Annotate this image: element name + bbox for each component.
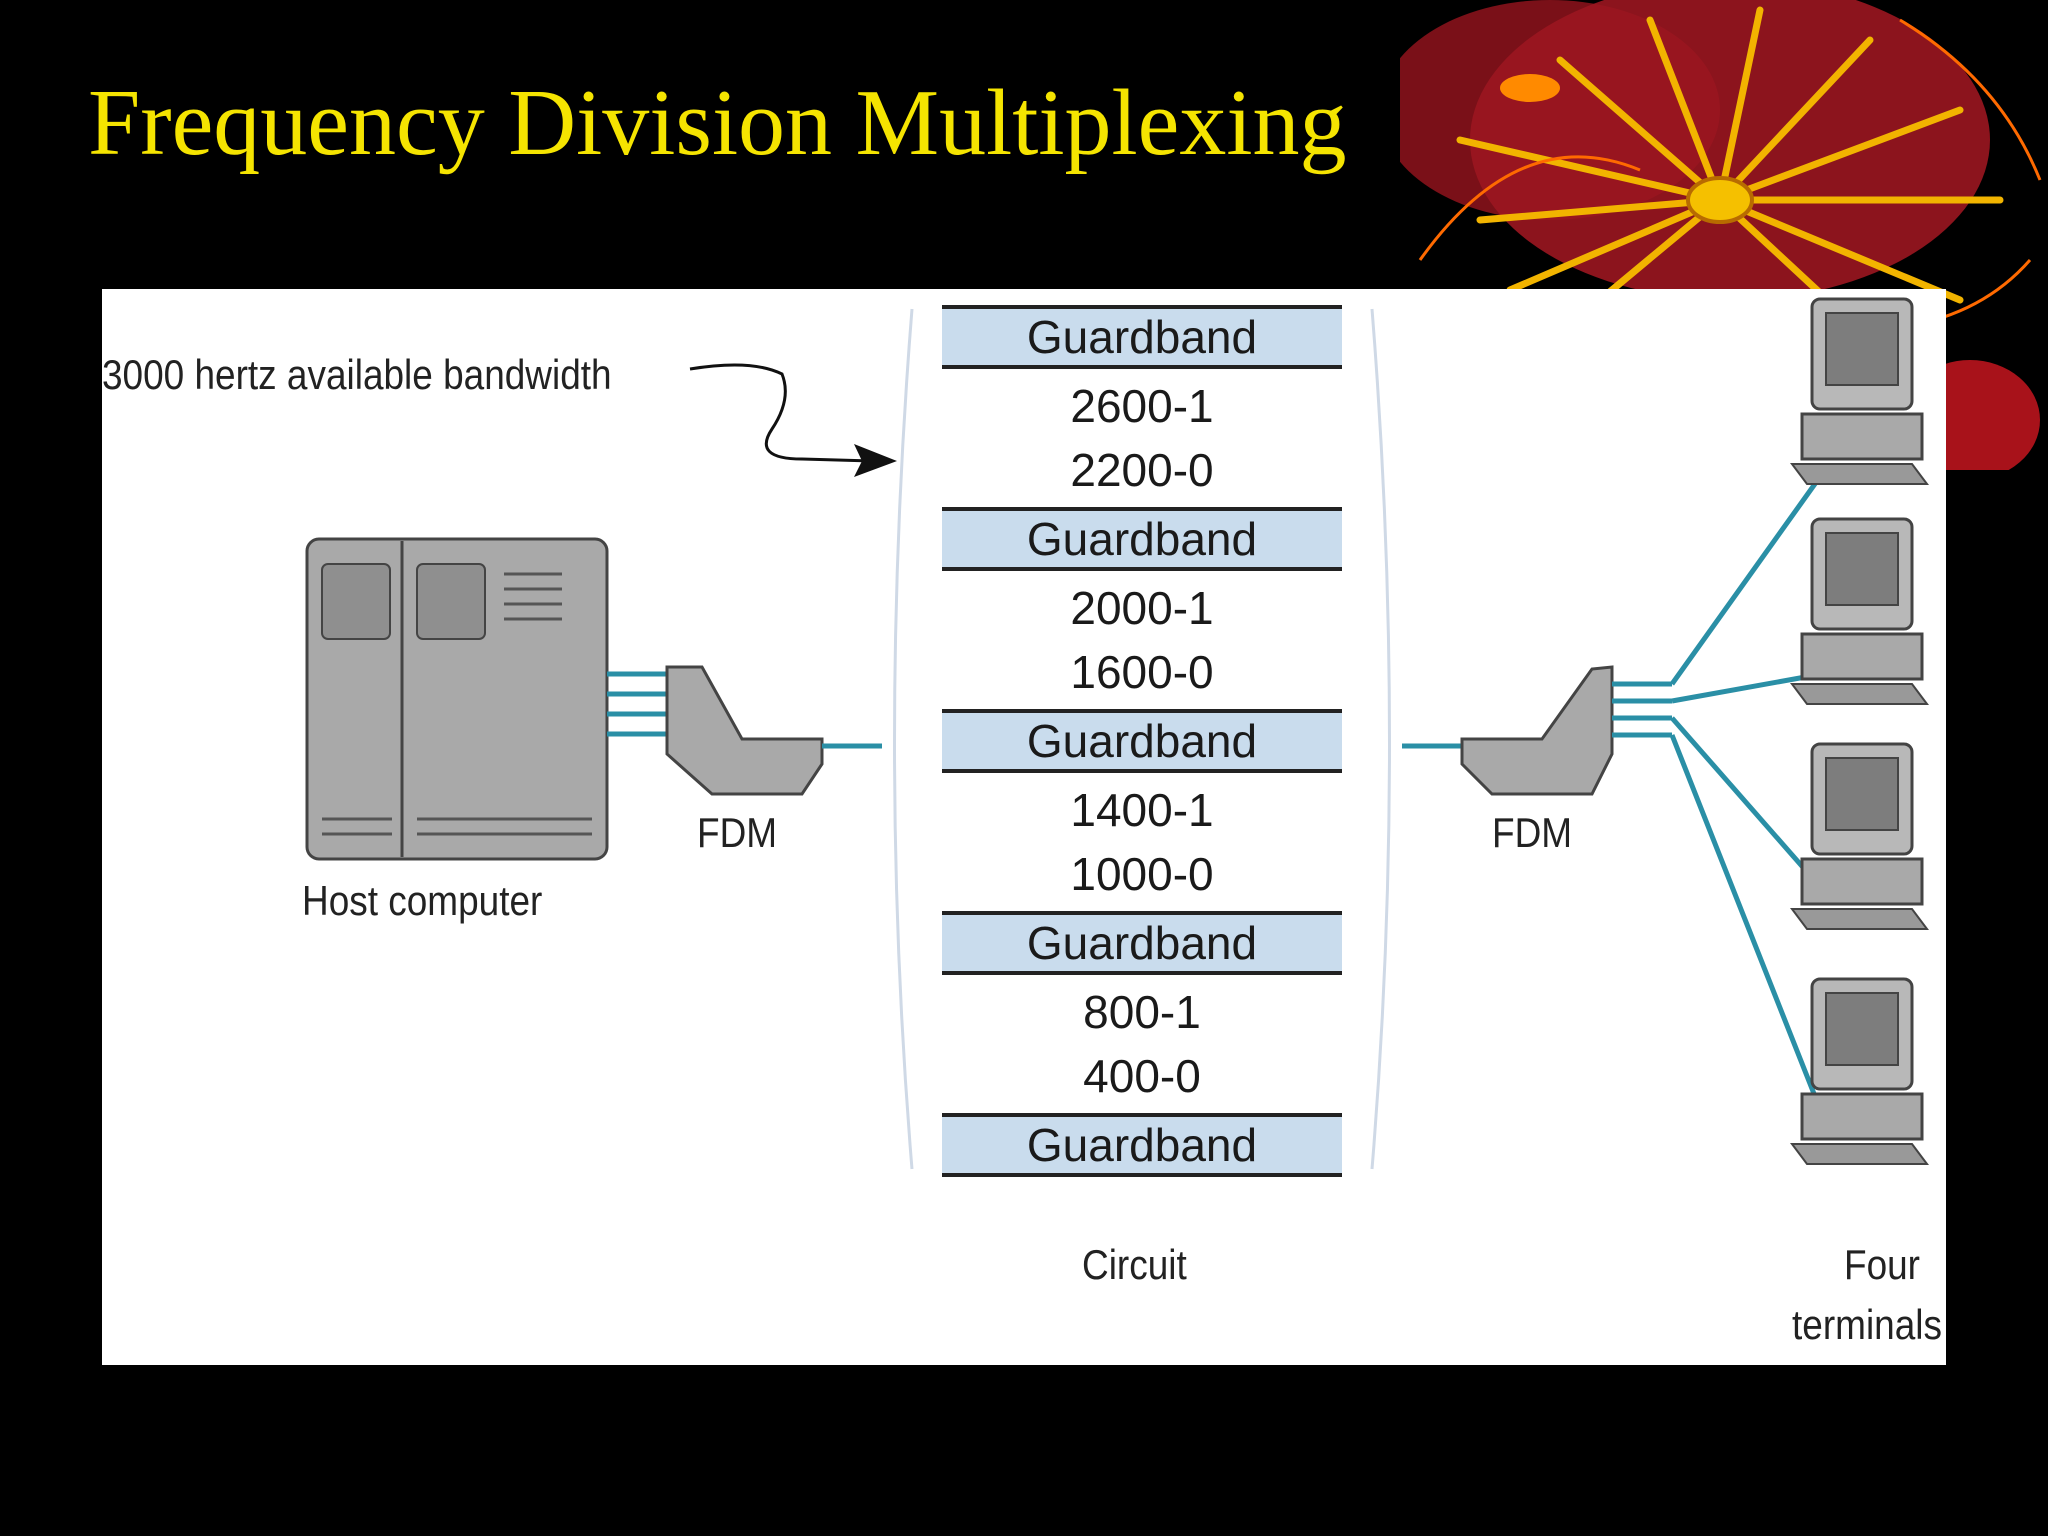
guardband-3: Guardband bbox=[942, 709, 1342, 773]
channel-4-low: 400-0 bbox=[1083, 1050, 1201, 1102]
guardband-5: Guardband bbox=[942, 1113, 1342, 1177]
host-computer-icon bbox=[305, 537, 609, 861]
channel-1-high: 2600-1 bbox=[1070, 380, 1214, 432]
fdm-right-label: FDM bbox=[1492, 809, 1573, 856]
bandwidth-arrow bbox=[689, 363, 873, 463]
channel-1-low: 2200-0 bbox=[1070, 444, 1214, 496]
circuit-label: Circuit bbox=[1082, 1241, 1187, 1288]
guardband-2: Guardband bbox=[942, 507, 1342, 571]
host-computer-label: Host computer bbox=[302, 877, 543, 924]
channel-4-high: 800-1 bbox=[1083, 986, 1201, 1038]
terminal-icon-4 bbox=[1790, 977, 1929, 1165]
fdm-left-icon bbox=[665, 665, 824, 796]
terminals-label-line1: Four bbox=[1843, 1241, 1920, 1288]
slide-title: Frequency Division Multiplexing bbox=[88, 71, 1347, 175]
bandwidth-label: 3000 hertz available bandwidth bbox=[102, 351, 612, 398]
channel-3-high: 1400-1 bbox=[1070, 784, 1214, 836]
fdm-right-icon bbox=[1460, 665, 1614, 796]
diagram-panel: 3000 hertz available bandwidth Host comp… bbox=[102, 289, 1946, 1365]
guardband-4: Guardband bbox=[942, 911, 1342, 975]
channel-2-low: 1600-0 bbox=[1070, 646, 1214, 698]
decorative-flower-graphic bbox=[1400, 0, 2042, 470]
channel-3-low: 1000-0 bbox=[1070, 848, 1214, 900]
terminal-icon-3 bbox=[1790, 742, 1929, 930]
fdm-diagram bbox=[305, 297, 1929, 1170]
guardband-1: Guardband bbox=[942, 305, 1342, 369]
fdm-left-label: FDM bbox=[697, 809, 778, 856]
terminal-icon-2 bbox=[1790, 517, 1929, 705]
terminals-label-line2: terminals bbox=[1792, 1301, 1942, 1348]
terminal-icon-1 bbox=[1790, 297, 1929, 485]
channel-2-high: 2000-1 bbox=[1070, 582, 1214, 634]
